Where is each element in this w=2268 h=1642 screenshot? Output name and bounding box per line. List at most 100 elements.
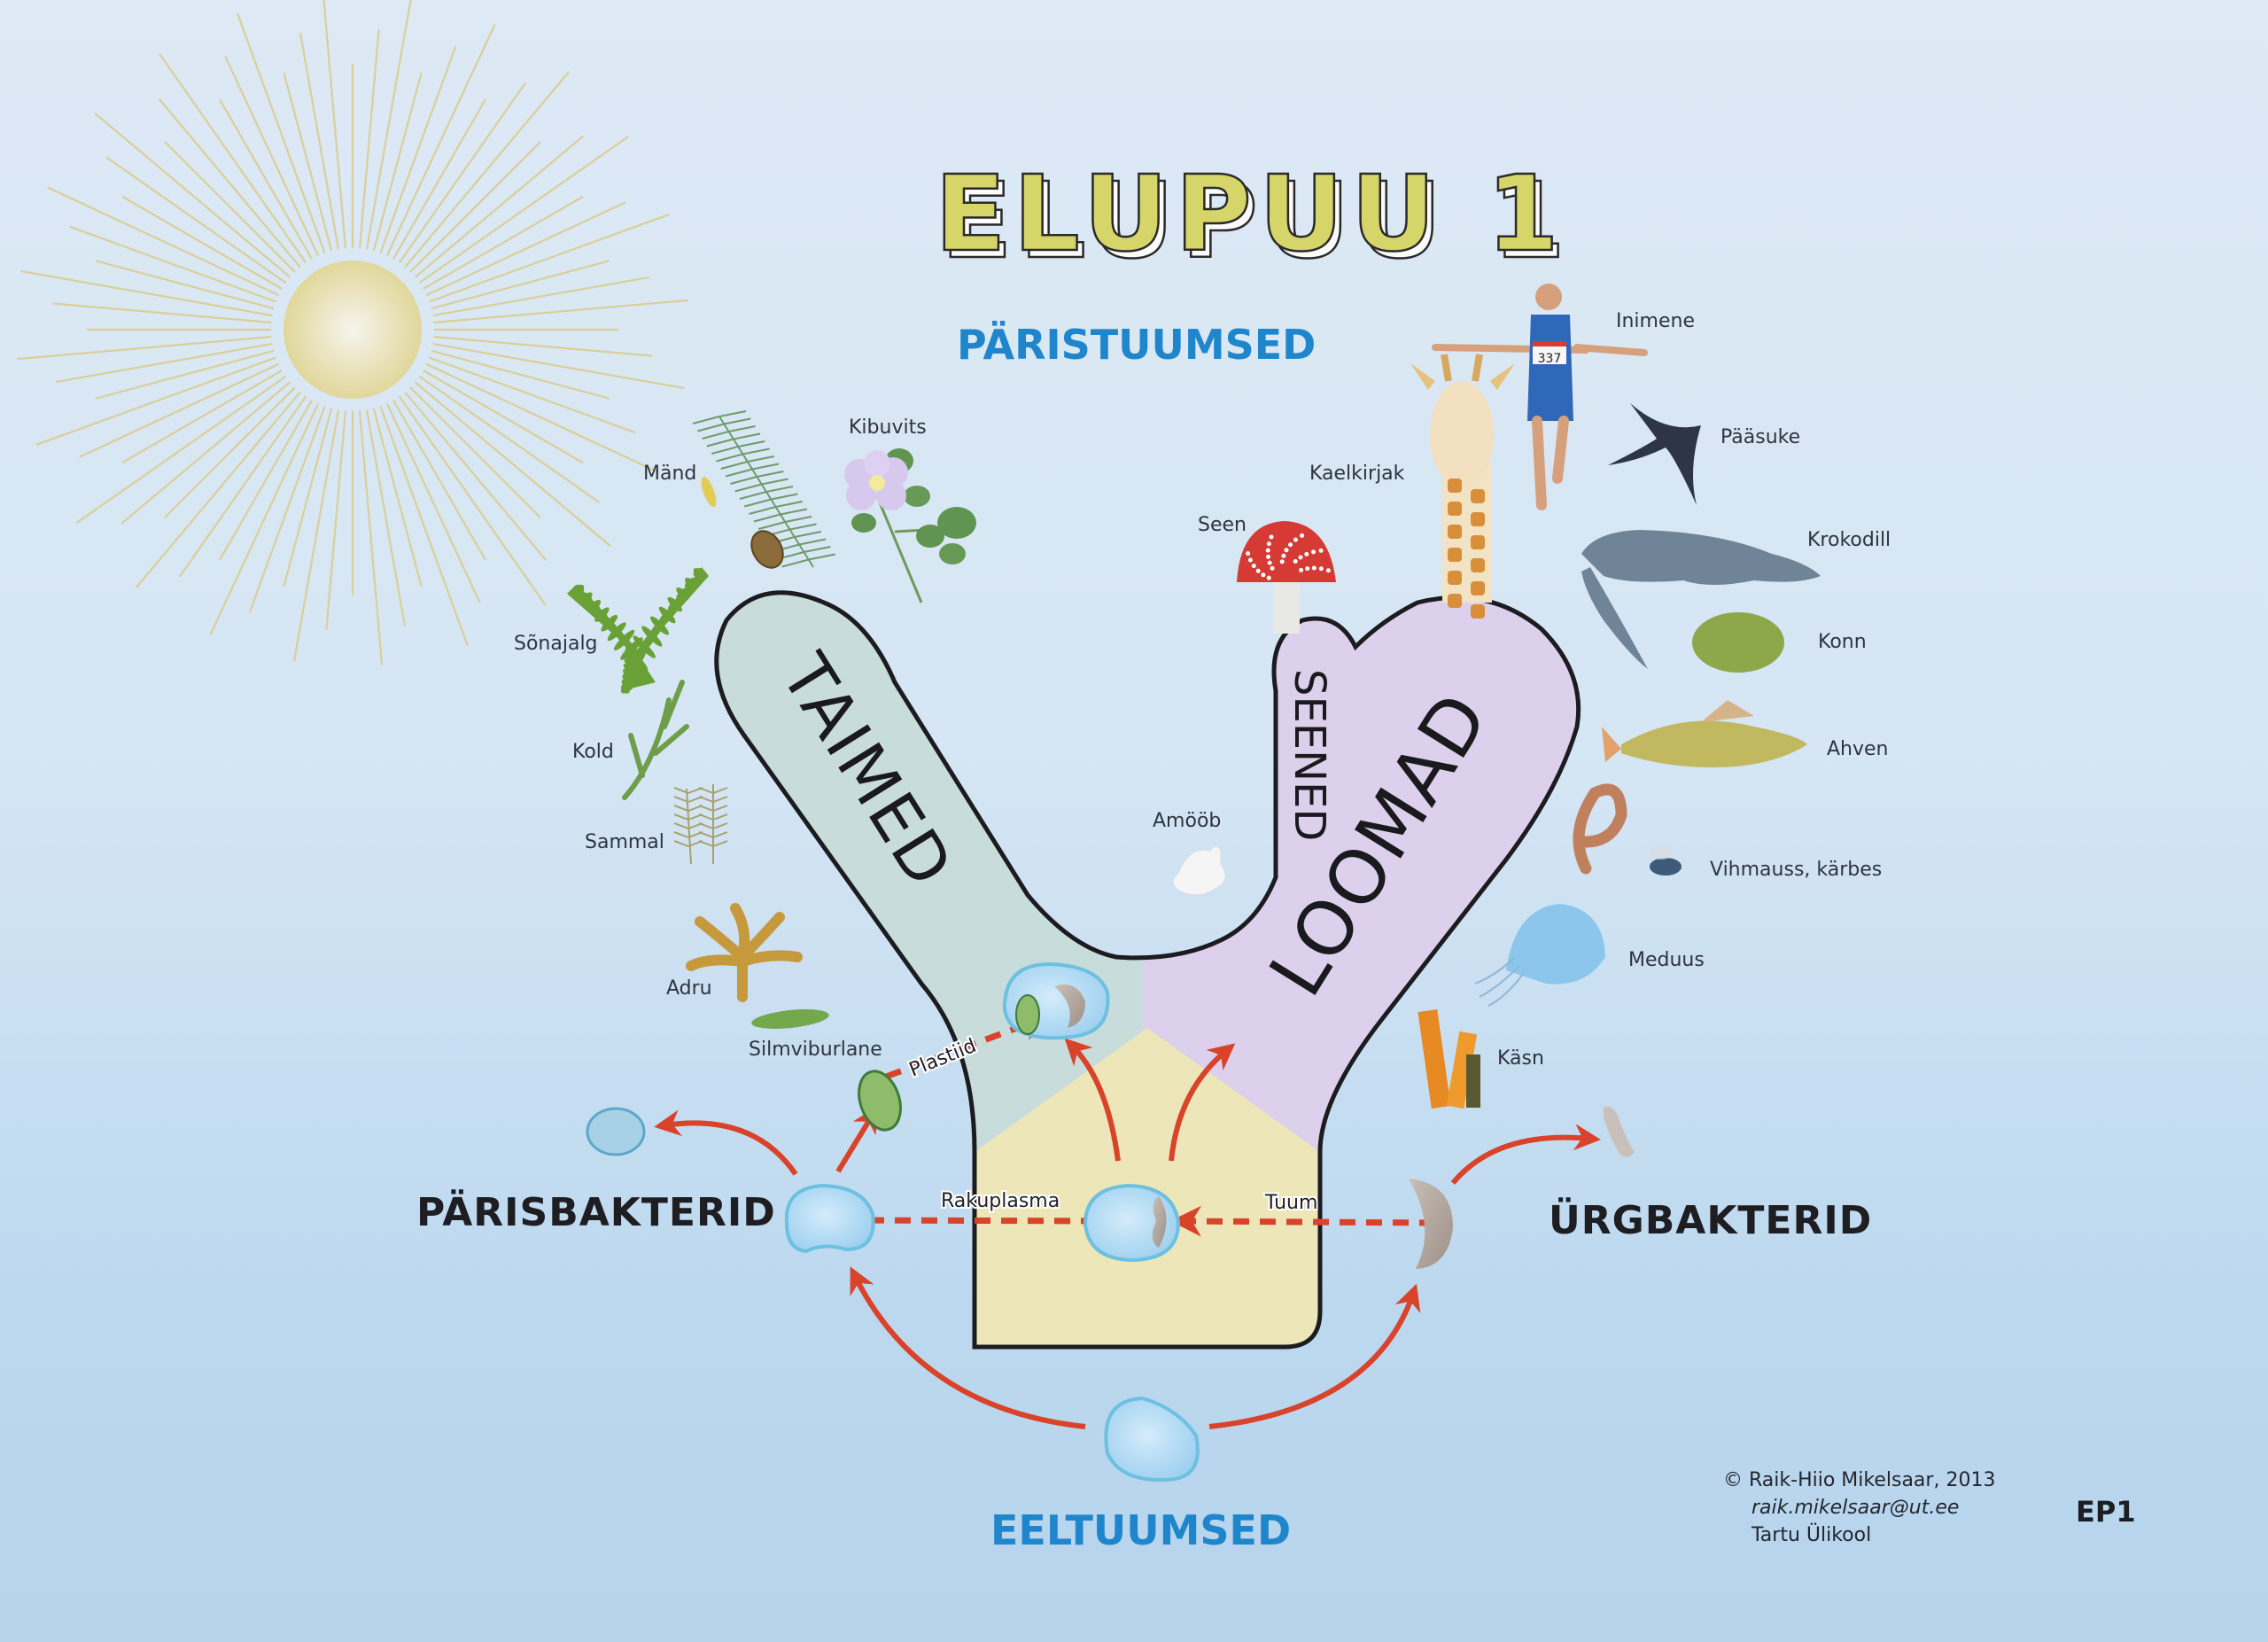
sun-ray bbox=[432, 276, 650, 317]
sun-ray bbox=[414, 381, 611, 548]
sun-ray bbox=[292, 409, 340, 662]
sun-ray bbox=[164, 386, 296, 518]
cytoplasm-transfer-arrow bbox=[841, 1205, 1127, 1237]
moss-icon bbox=[673, 784, 728, 865]
organism-label-frog: Konn bbox=[1818, 631, 1867, 653]
pine-icon bbox=[692, 410, 835, 569]
arrow-to-cyanobacterium bbox=[654, 1109, 798, 1176]
arrow-to-animal-cell bbox=[1169, 1043, 1236, 1162]
arrow-prokaryote-to-bacteria bbox=[850, 1266, 1086, 1429]
sun-ray bbox=[79, 362, 280, 458]
organism-label-human: Inimene bbox=[1616, 310, 1695, 332]
sun-ray bbox=[425, 201, 626, 297]
worm-fly-icon bbox=[1573, 783, 1682, 875]
swallow-icon bbox=[1608, 403, 1701, 505]
bacteria-heading: PÄRISBAKTERID bbox=[416, 1190, 776, 1235]
sun-ray bbox=[418, 375, 601, 503]
runner-bib-number: 337 bbox=[1538, 352, 1562, 366]
sun-ray bbox=[385, 402, 481, 603]
sun-ray bbox=[398, 82, 526, 264]
eukaryote-nucleus bbox=[1152, 1196, 1167, 1248]
mushroom-icon bbox=[1237, 521, 1336, 634]
sun-ray bbox=[379, 406, 470, 647]
organism-label-pine: Mänd bbox=[643, 463, 697, 485]
nucleus-transfer-arrow bbox=[1170, 1205, 1436, 1237]
sun-ray bbox=[404, 391, 548, 562]
sun-ray bbox=[121, 370, 283, 463]
sun-ray bbox=[432, 342, 685, 390]
organism-label-clubmoss: Kold bbox=[572, 741, 614, 763]
sun-ray bbox=[283, 72, 333, 252]
organism-label-rose: Kibuvits bbox=[849, 416, 927, 439]
kingdom-fungi-label: SEENED bbox=[1285, 669, 1334, 841]
sun-ray bbox=[431, 349, 610, 400]
poster-title-text: ELUPUU 1 bbox=[935, 152, 1566, 275]
author-email[interactable]: raik.mikelsaar@ut.ee bbox=[1751, 1497, 1960, 1519]
giraffe-icon bbox=[1410, 354, 1515, 619]
sun-ray bbox=[219, 98, 313, 260]
organism-label-seaweed: Adru bbox=[666, 977, 712, 1000]
sun-ray bbox=[219, 400, 313, 561]
rose-icon bbox=[844, 448, 976, 603]
sun-ray bbox=[392, 400, 486, 561]
prokaryotes-heading: EELTUUMSED bbox=[990, 1506, 1292, 1554]
sun-ray bbox=[372, 72, 423, 252]
sun-ray bbox=[429, 356, 636, 434]
sun-ray bbox=[433, 299, 688, 324]
sun-ray bbox=[379, 46, 457, 253]
sun-ray bbox=[431, 260, 610, 310]
sun-ray bbox=[398, 395, 547, 606]
arrow-to-plant-cell bbox=[1064, 1038, 1121, 1162]
archaeon-nucleus-icon bbox=[1409, 1179, 1453, 1269]
sun-ray bbox=[409, 141, 541, 273]
eukaryotes-heading: PÄRISTUUMSED bbox=[957, 321, 1317, 369]
organism-label-amoeba: Amööb bbox=[1153, 810, 1222, 832]
tree-outline bbox=[714, 590, 1581, 1350]
organism-label-moss: Sammal bbox=[585, 831, 664, 853]
sun-ray bbox=[47, 186, 280, 297]
organism-label-jellyfish: Meduus bbox=[1628, 949, 1705, 971]
organism-label-euglena: Silmviburlane bbox=[749, 1039, 882, 1061]
author-credit: Raik-Hiio Mikelsaar, 2013 bbox=[1749, 1469, 1996, 1491]
organism-label-sponge: Käsn bbox=[1497, 1047, 1544, 1070]
sun-ray bbox=[372, 408, 423, 588]
organism-label-fern: Sõnajalg bbox=[514, 633, 598, 655]
archaeon-icon bbox=[1604, 1107, 1635, 1157]
sponge-icon bbox=[1418, 1009, 1480, 1109]
sun-ray bbox=[248, 406, 326, 613]
plant-cell-plastid bbox=[1015, 994, 1040, 1035]
sun-ray bbox=[358, 410, 384, 665]
sun-ray bbox=[299, 32, 340, 250]
bacterium-cell-icon bbox=[784, 1183, 875, 1254]
tree-of-life-shape bbox=[714, 590, 1581, 1350]
sun-ray bbox=[159, 53, 307, 264]
jellyfish-icon bbox=[1474, 904, 1605, 1007]
sun-ray bbox=[17, 335, 272, 361]
sun-ray bbox=[158, 97, 301, 268]
institution-name: Tartu Ülikool bbox=[1751, 1524, 1872, 1546]
sun-ray bbox=[224, 56, 320, 257]
sun-ray bbox=[95, 349, 275, 400]
sun-ray bbox=[135, 391, 301, 588]
fern-icon bbox=[567, 567, 709, 694]
organism-label-giraffe: Kaelkirjak bbox=[1309, 463, 1405, 485]
sun-ray bbox=[385, 24, 496, 257]
sun-ray bbox=[358, 29, 380, 249]
arrow-to-archaeon bbox=[1450, 1124, 1601, 1185]
sun-ray bbox=[404, 71, 571, 268]
sun-ray bbox=[392, 98, 486, 260]
organism-label-swallow: Pääsuke bbox=[1720, 426, 1801, 448]
sun-ray bbox=[52, 302, 272, 324]
sun-ray bbox=[209, 402, 320, 635]
poster-code: EP1 bbox=[2076, 1495, 2136, 1529]
organism-label-crocodile: Krokodill bbox=[1807, 529, 1891, 551]
cytoplasm-label: Rakuplasma bbox=[941, 1190, 1060, 1212]
sun-ray bbox=[105, 156, 287, 284]
nucleus-label: Tuum bbox=[1264, 1192, 1317, 1214]
arrow-to-chloroplast bbox=[835, 1105, 879, 1173]
human-icon: 337 bbox=[1432, 284, 1648, 510]
sun-ray bbox=[423, 196, 584, 290]
credits-block: © Raik-Hiio Mikelsaar, 2013 raik.mikelsa… bbox=[1723, 1467, 1995, 1549]
